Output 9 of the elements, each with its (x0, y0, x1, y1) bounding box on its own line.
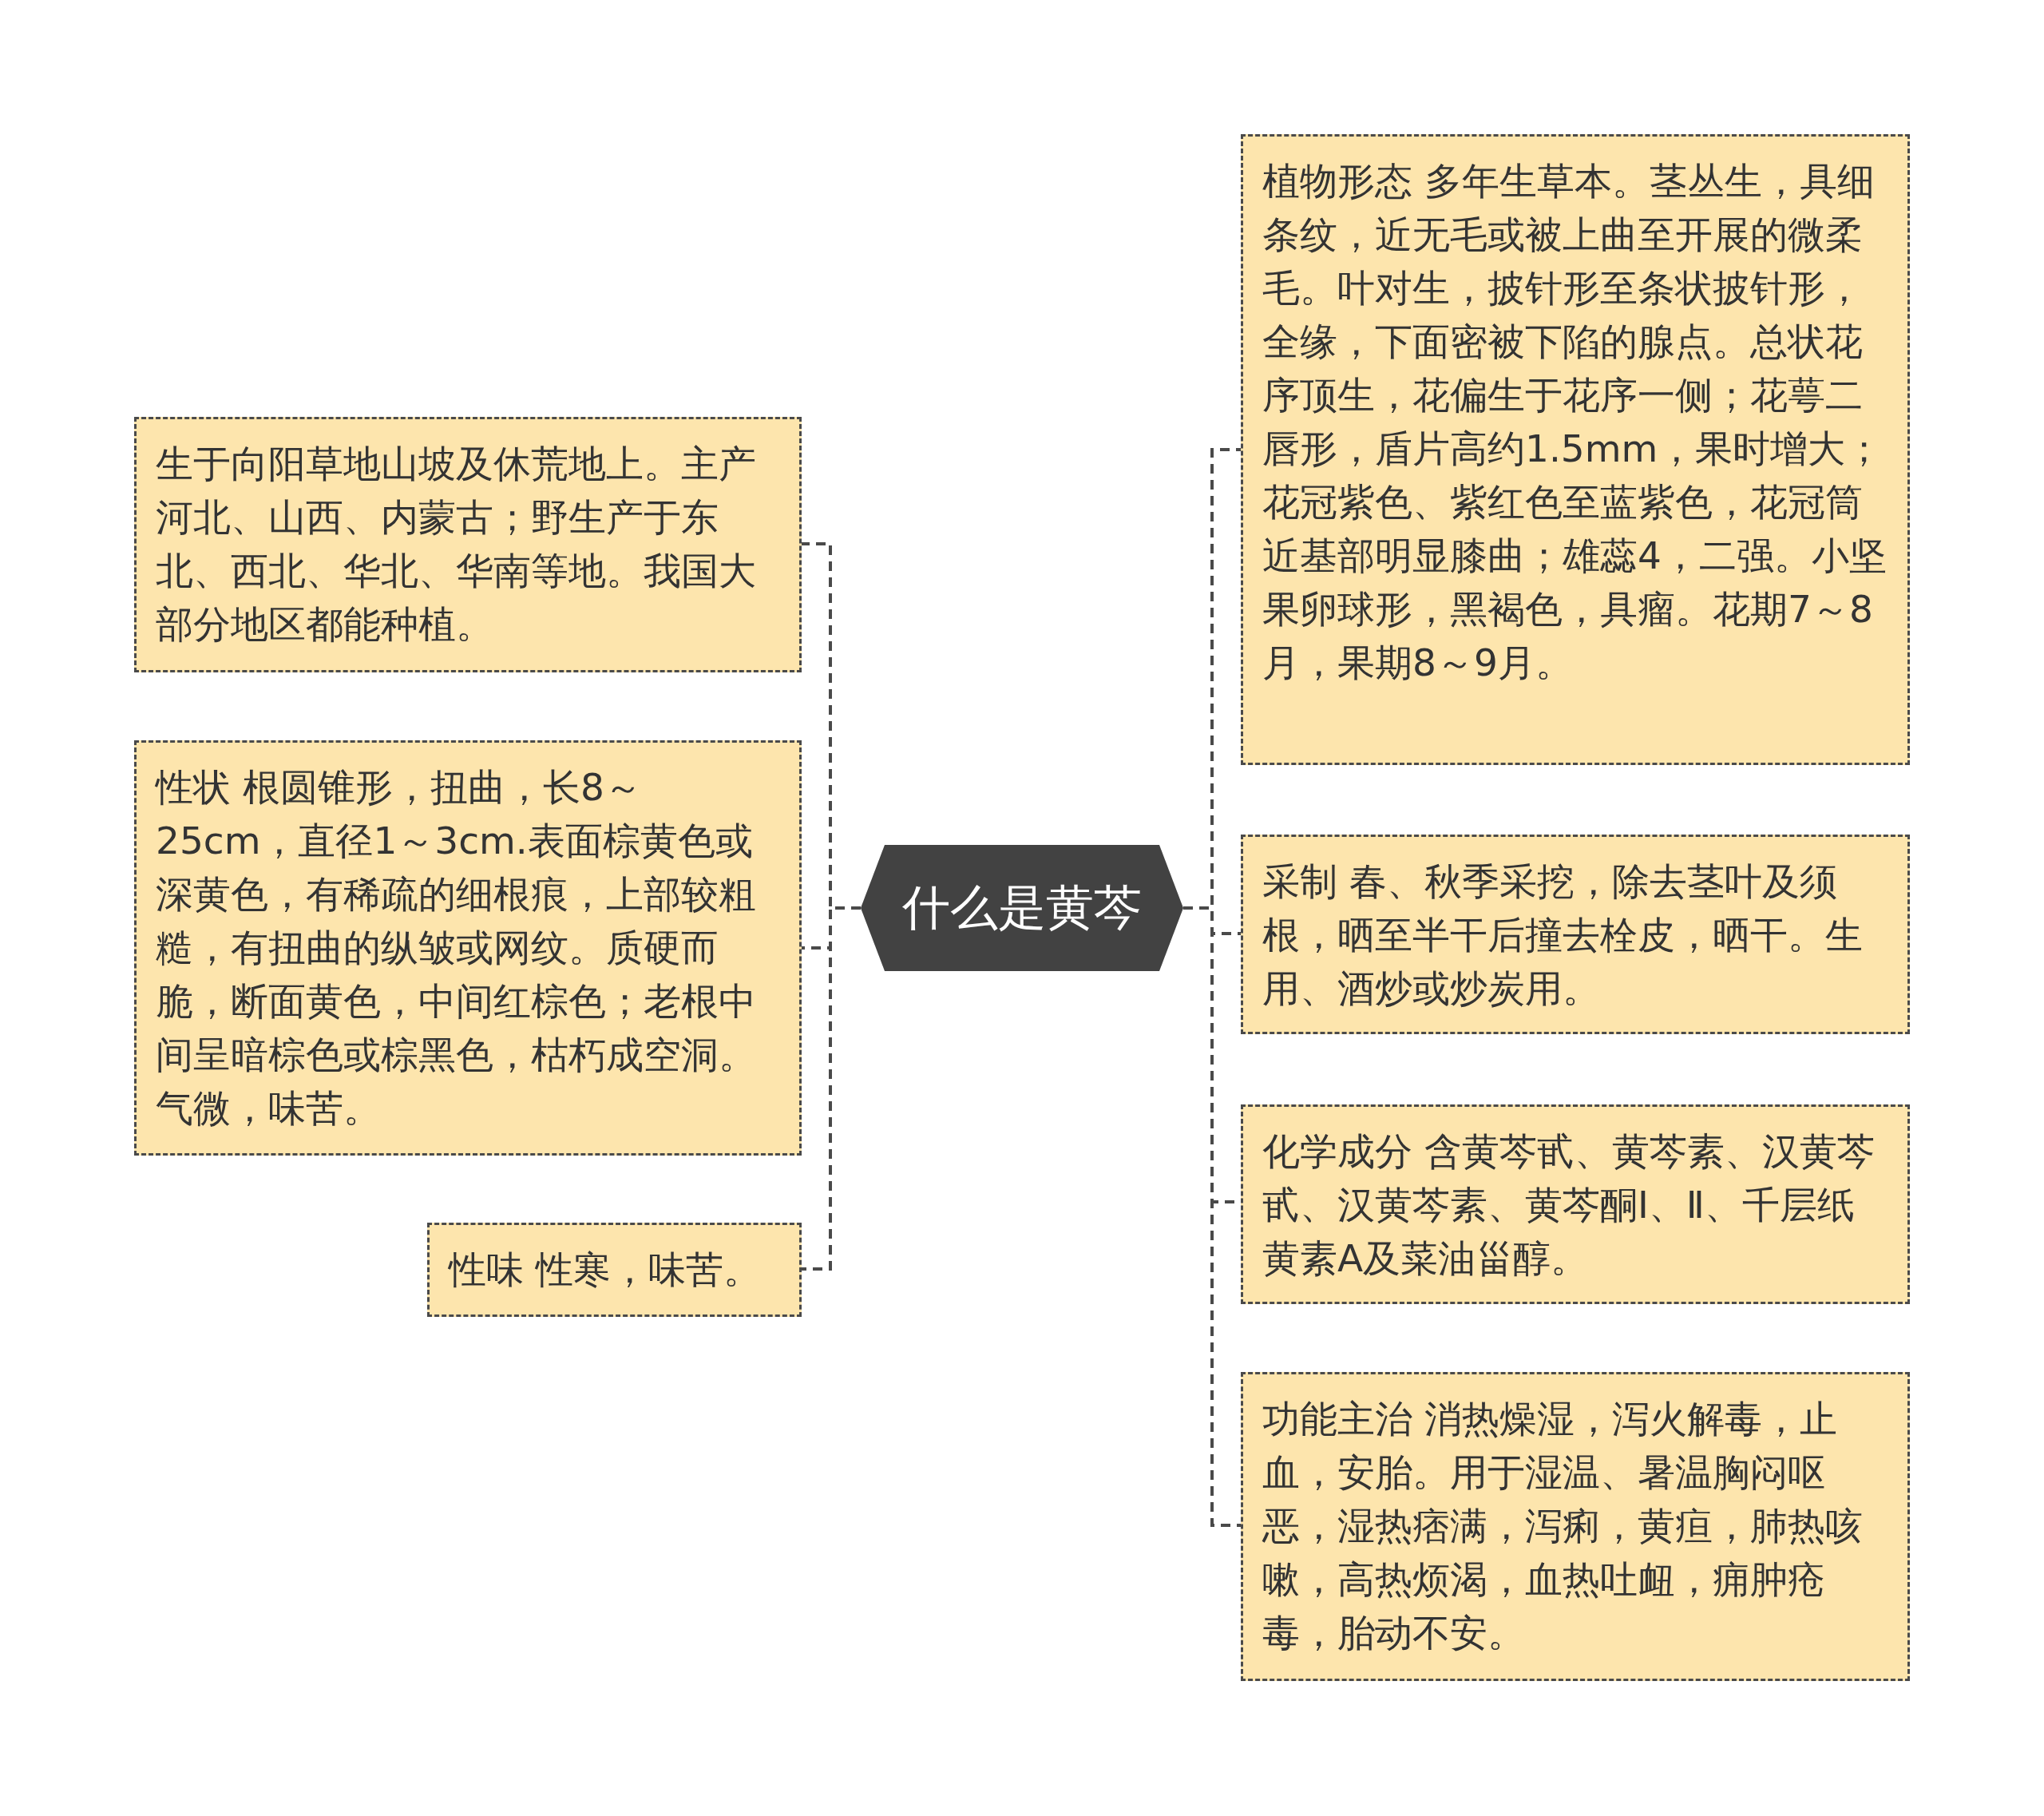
note-box: 性状 根圆锥形，扭曲，长8～25cm，直径1～3cm.表面棕黄色或深黄色，有稀疏的细根痕，上部较粗糙，有扭曲的纵皱或网纹。质硬而脆，断面黄色，中间红棕色；老根中间呈暗棕色或棕黑色，枯朽成空洞。气微，味苦。 (134, 740, 802, 1156)
connector-line (802, 906, 861, 1271)
topic-hexagon: 什么是黄芩 (861, 845, 1183, 971)
note-box: 生于向阳草地山坡及休荒地上。主产河北、山西、内蒙古；野生产于东北、西北、华北、华南等地。我国大部分地区都能种植。 (134, 417, 802, 672)
note-box: 性味 性寒，味苦。 (427, 1223, 802, 1317)
note-box: 化学成分 含黄芩甙、黄芩素、汉黄芩甙、汉黄芩素、黄芩酮Ⅰ、Ⅱ、千层纸黄素A及菜油甾醇。 (1241, 1104, 1910, 1304)
note-box: 植物形态 多年生草本。茎丛生，具细条纹，近无毛或被上曲至开展的微柔毛。叶对生，披针形至条状披针形，全缘，下面密被下陷的腺点。总状花序顶生，花偏生于花序一侧；花萼二唇形，盾片高约1.5mm，果时增大；花冠紫色、紫红色至蓝紫色，花冠筒近基部明显膝曲；雄蕊4，二强。小坚果卵球形，黑褐色，具瘤。花期7～8月，果期8～9月。 (1241, 134, 1910, 765)
note-box: 功能主治 消热燥湿，泻火解毒，止血，安胎。用于湿温、暑温胸闷呕恶，湿热痞满，泻痢，黄疸，肺热咳嗽，高热烦渴，血热吐衄，痈肿疮毒，胎动不安。 (1241, 1372, 1910, 1681)
note-box: 采制 春、秋季采挖，除去茎叶及须根，晒至半干后撞去栓皮，晒干。生用、酒炒或炒炭用。 (1241, 835, 1910, 1034)
